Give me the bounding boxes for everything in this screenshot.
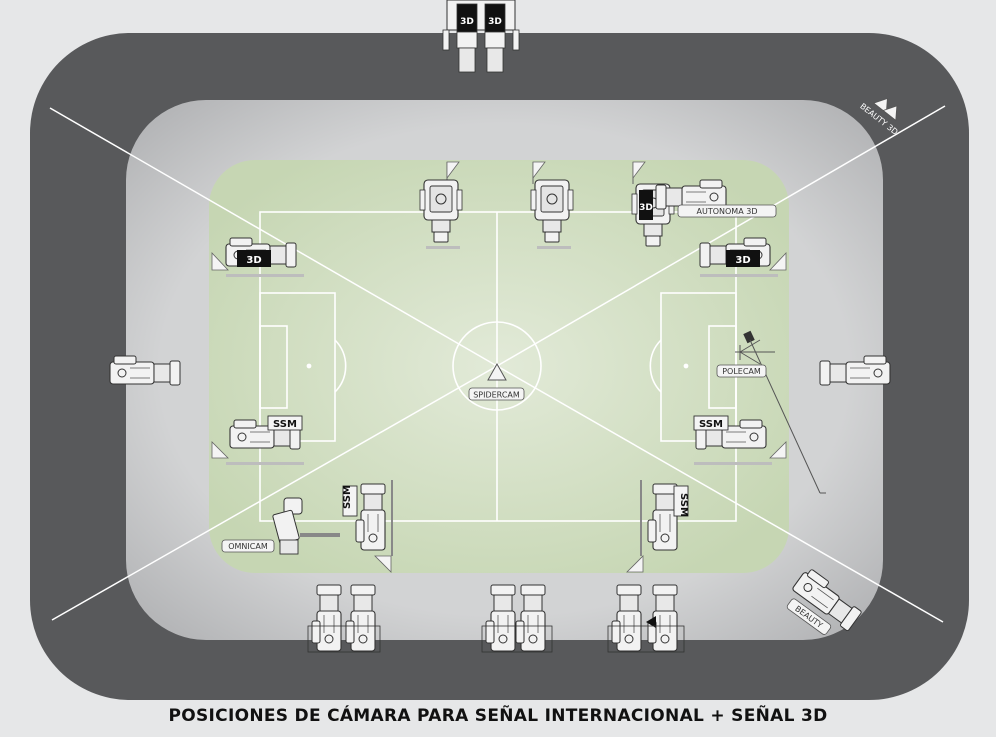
top-camera-3d-right: 3D — [631, 161, 675, 247]
badge-3d: 3D — [639, 203, 653, 213]
top-3d-rig: 3D 3D — [442, 0, 520, 73]
badge-ssm: SSM — [342, 485, 353, 509]
badge-ssm: SSM — [273, 419, 297, 430]
badge-ssm: SSM — [699, 419, 723, 430]
badge-3d: 3D — [735, 255, 750, 266]
badge-3d: 3D — [460, 17, 474, 27]
right-3d-camera: 3D — [699, 237, 787, 277]
badge-3d: 3D — [488, 17, 502, 27]
bottom-camera-right — [607, 584, 685, 653]
autonoma-3d-camera: AUTONOMA 3D — [655, 179, 777, 218]
top-camera-center — [530, 161, 574, 249]
diagram-title: POSICIONES DE CÁMARA PARA SEÑAL INTERNAC… — [168, 706, 828, 726]
spidercam-cables — [49, 105, 946, 623]
spidercam-marker: SPIDERCAM — [468, 362, 525, 401]
left-ssm-camera: SSM — [211, 415, 304, 465]
bottom-right-ssm-camera: SSM — [626, 480, 689, 573]
polecam-camera: POLECAM — [716, 330, 826, 494]
omnicam-camera: OMNICAM — [221, 497, 340, 555]
polecam-label: POLECAM — [722, 367, 761, 376]
bottom-camera-left — [307, 584, 381, 653]
autonoma-3d-label: AUTONOMA 3D — [697, 207, 758, 216]
bottom-left-ssm-camera: SSM — [342, 480, 393, 573]
omnicam-label: OMNICAM — [228, 542, 268, 551]
badge-ssm: SSM — [678, 493, 689, 517]
badge-3d: 3D — [246, 255, 261, 266]
top-camera-left — [419, 161, 463, 249]
left-3d-camera: 3D — [211, 237, 304, 277]
bottom-camera-center — [481, 584, 553, 653]
spidercam-label: SPIDERCAM — [473, 391, 520, 400]
right-ssm-camera: SSM — [693, 415, 787, 465]
